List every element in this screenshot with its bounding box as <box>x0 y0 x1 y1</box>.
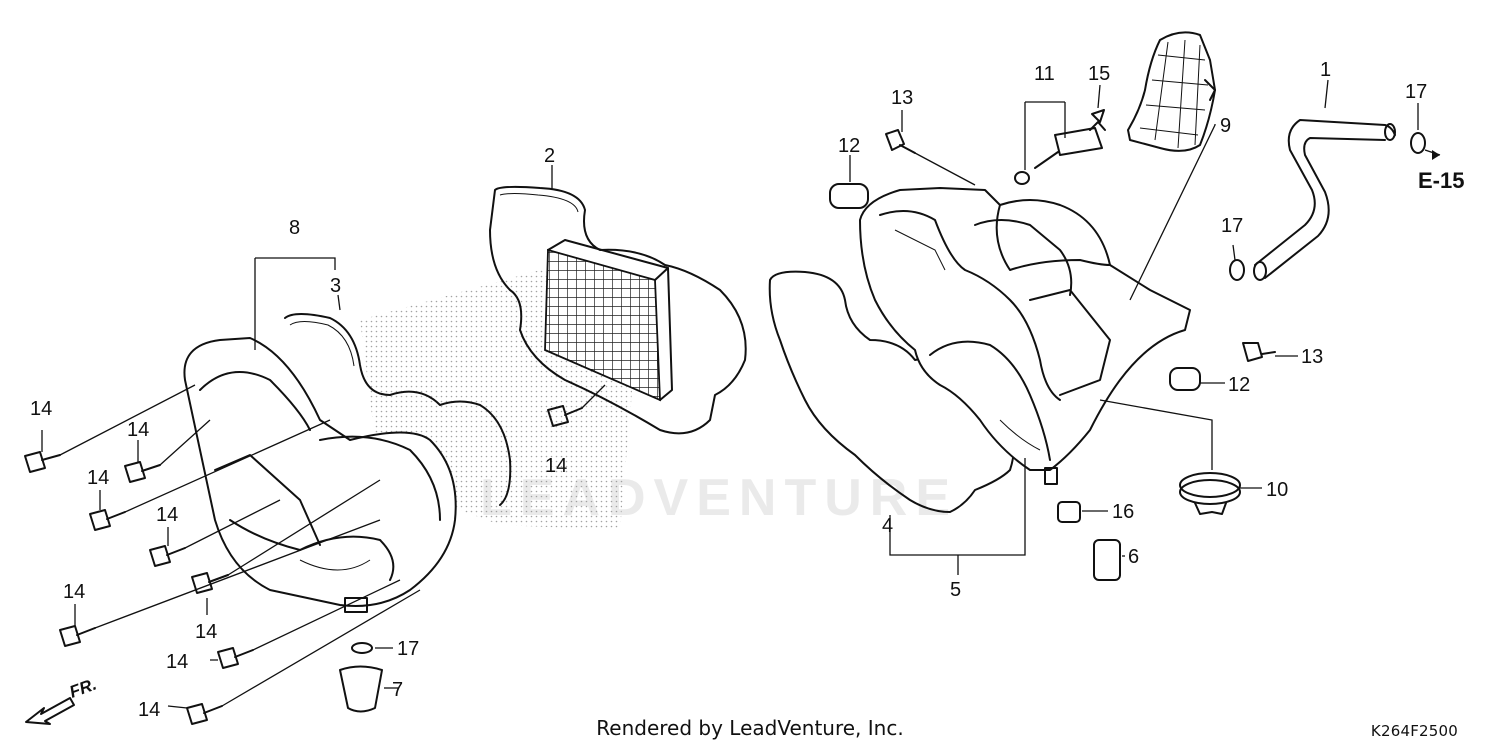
callout-14-g: 14 <box>166 651 188 673</box>
callout-17-lower: 17 <box>397 638 419 660</box>
front-arrow <box>25 697 75 725</box>
callout-14-a: 14 <box>30 398 52 420</box>
air-filter-element <box>489 185 747 435</box>
callout-4: 4 <box>882 515 893 537</box>
callout-14-i: 14 <box>545 455 567 477</box>
reference-label: E-15 <box>1418 168 1464 193</box>
footer-credit: Rendered by LeadVenture, Inc. <box>596 716 904 740</box>
callout-14-f: 14 <box>63 581 85 603</box>
drain-cap <box>339 665 383 713</box>
drain-plug <box>1057 501 1081 523</box>
callout-12-lower: 12 <box>1228 374 1250 396</box>
band-clamp <box>1179 472 1241 515</box>
callout-12-upper: 12 <box>838 135 860 157</box>
callout-2: 2 <box>544 145 555 167</box>
callout-14-h: 14 <box>138 699 160 721</box>
callout-11: 11 <box>1034 63 1055 85</box>
callout-14-c: 14 <box>87 467 109 489</box>
callout-10: 10 <box>1266 479 1288 501</box>
callout-5: 5 <box>950 579 961 601</box>
bolt-lower <box>1242 342 1276 362</box>
small-screw <box>1091 109 1105 123</box>
callout-3: 3 <box>330 275 341 297</box>
callout-14-b: 14 <box>127 419 149 441</box>
grommet-lower <box>1169 367 1201 391</box>
drain-clamp <box>351 642 373 654</box>
callout-1: 1 <box>1320 59 1331 81</box>
tube-clamp-middle <box>1229 259 1245 281</box>
grommet-upper <box>829 183 869 209</box>
breather-tube <box>1254 119 1396 266</box>
drain-tube <box>1093 539 1121 581</box>
callout-8: 8 <box>289 217 300 239</box>
air-cleaner-cover <box>183 337 457 613</box>
callout-9: 9 <box>1220 115 1231 137</box>
intake-duct <box>1127 31 1216 152</box>
callout-16: 16 <box>1112 501 1134 523</box>
screws-14 <box>24 405 583 725</box>
cover-gasket <box>284 313 512 506</box>
callout-15: 15 <box>1088 63 1110 85</box>
callout-7: 7 <box>392 679 403 701</box>
callout-13-upper: 13 <box>891 87 913 109</box>
leader-lines <box>41 79 1441 709</box>
bolt-upper <box>885 129 916 154</box>
callout-14-d: 14 <box>156 504 178 526</box>
callout-17-middle: 17 <box>1221 215 1243 237</box>
tube-clamp-upper <box>1410 132 1426 154</box>
callout-17-upper: 17 <box>1405 81 1427 103</box>
callout-13-lower: 13 <box>1301 346 1323 368</box>
reference-arrow <box>1432 150 1440 160</box>
callout-6: 6 <box>1128 546 1139 568</box>
front-label: FR. <box>67 675 99 702</box>
sensor <box>1014 121 1106 185</box>
air-cleaner-housing <box>859 187 1191 485</box>
callout-14-e: 14 <box>195 621 217 643</box>
diagram-code: K264F2500 <box>1370 722 1458 740</box>
housing-gasket <box>768 270 1015 513</box>
